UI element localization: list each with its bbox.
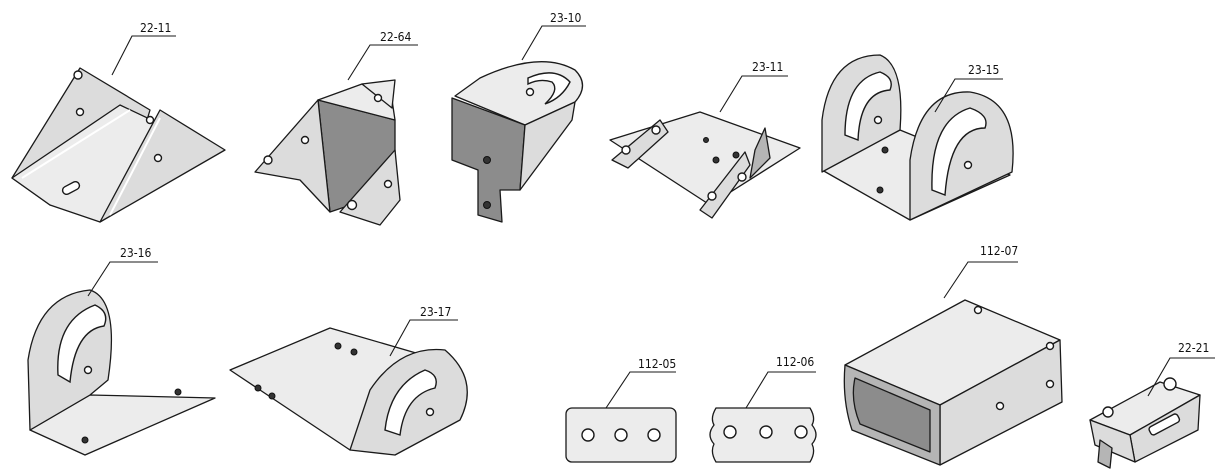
part-23-17[interactable]: 23-17 bbox=[229, 305, 468, 456]
part-112-05[interactable]: 112-05 bbox=[565, 357, 677, 463]
part-112-07[interactable]: 112-07 bbox=[843, 244, 1063, 466]
part-22-64[interactable]: 22-64 bbox=[254, 30, 418, 226]
part-label: 22-11 bbox=[140, 21, 171, 35]
part-label: 23-11 bbox=[752, 60, 783, 74]
part-label: 23-15 bbox=[968, 63, 999, 77]
part-label: 23-17 bbox=[420, 305, 451, 319]
leader-line bbox=[934, 78, 1003, 113]
leader-line bbox=[111, 35, 176, 76]
leader-line bbox=[1147, 357, 1215, 397]
part-label: 22-21 bbox=[1178, 341, 1209, 355]
part-22-11[interactable]: 22-11 bbox=[11, 21, 226, 223]
part-23-16[interactable]: 23-16 bbox=[27, 246, 216, 456]
part-23-15[interactable]: 23-15 bbox=[821, 54, 1014, 221]
leader-line bbox=[521, 25, 586, 61]
leader-line bbox=[943, 261, 1018, 299]
leader-line bbox=[347, 44, 418, 81]
part-22-21[interactable]: 22-21 bbox=[1089, 341, 1215, 469]
part-label: 22-64 bbox=[380, 30, 411, 44]
part-23-10[interactable]: 23-10 bbox=[451, 11, 586, 223]
part-label: 23-10 bbox=[550, 11, 581, 25]
leader-line bbox=[389, 319, 458, 357]
part-label: 23-16 bbox=[120, 246, 151, 260]
leader-line bbox=[719, 75, 788, 113]
part-label: 112-05 bbox=[638, 357, 676, 371]
part-label: 112-07 bbox=[980, 244, 1018, 258]
leader-line bbox=[745, 371, 816, 409]
part-112-06[interactable]: 112-06 bbox=[709, 355, 817, 463]
leader-line bbox=[605, 371, 676, 409]
part-label: 112-06 bbox=[776, 355, 814, 369]
leader-line bbox=[87, 261, 158, 297]
part-23-11[interactable]: 23-11 bbox=[609, 60, 801, 219]
